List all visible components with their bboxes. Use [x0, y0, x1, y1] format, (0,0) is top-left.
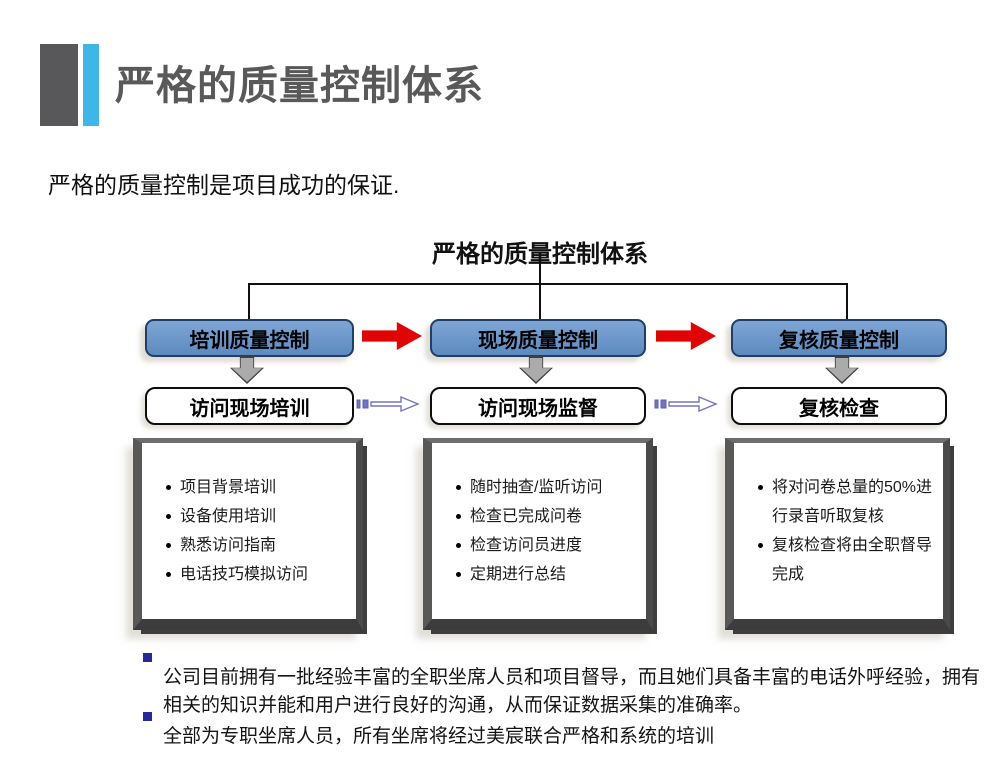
bullet-dot-icon — [456, 514, 461, 519]
striped-right-arrow-icon — [356, 395, 420, 418]
bullet-dot-icon — [456, 543, 461, 548]
list-item-text: 熟悉访问指南 — [180, 537, 277, 554]
header-accent-gray-bar — [40, 44, 78, 126]
note-text: 公司目前拥有一批经验丰富的全职坐席人员和项目督导，而且她们具备丰富的电话外呼经验… — [163, 667, 981, 716]
list-item: 检查访问员进度 — [453, 531, 640, 560]
list-item: 检查已完成问卷 — [453, 502, 640, 531]
bullet-dot-icon — [456, 572, 461, 577]
detail-box-review: 将对问卷总量的50%进行录音听取复核 复核检查将由全职督导完成 — [725, 438, 950, 630]
step-box-field: 访问现场监督 — [430, 387, 646, 425]
list-item-text: 项目背景培训 — [180, 479, 277, 496]
stage-box-training: 培训质量控制 — [145, 319, 354, 357]
bullet-square-icon — [143, 712, 152, 721]
connector-line — [846, 283, 848, 320]
list-item: 复核检查将由全职督导完成 — [755, 531, 937, 589]
detail-list: 项目背景培训 设备使用培训 熟悉访问指南 电话技巧模拟访问 — [142, 443, 356, 589]
step-box-review: 复核检查 — [731, 387, 947, 425]
list-item-text: 将对问卷总量的50%进行录音听取复核 — [772, 479, 933, 525]
stage-box-review: 复核质量控制 — [731, 319, 947, 357]
bullet-dot-icon — [166, 572, 171, 577]
list-item-text: 随时抽查/监听访问 — [470, 479, 603, 496]
list-item-text: 检查访问员进度 — [470, 537, 583, 554]
list-item: 电话技巧模拟访问 — [163, 560, 350, 589]
list-item-text: 定期进行总结 — [470, 566, 567, 583]
detail-box-training: 项目背景培训 设备使用培训 熟悉访问指南 电话技巧模拟访问 — [133, 438, 363, 630]
list-item-text: 设备使用培训 — [180, 508, 277, 525]
bullet-dot-icon — [166, 543, 171, 548]
bullet-dot-icon — [758, 485, 763, 490]
detail-box-field: 随时抽查/监听访问 检查已完成问卷 检查访问员进度 定期进行总结 — [423, 438, 653, 630]
connector-line — [539, 283, 541, 320]
bullet-dot-icon — [166, 514, 171, 519]
page-title: 严格的质量控制体系 — [115, 64, 484, 108]
connector-line — [248, 283, 250, 320]
note-text: 全部为专职坐席人员，所有坐席将经过美宸联合严格和系统的培训 — [163, 726, 715, 747]
detail-list: 将对问卷总量的50%进行录音听取复核 复核检查将由全职督导完成 — [734, 443, 943, 589]
right-arrow-icon — [362, 322, 422, 350]
list-item: 熟悉访问指南 — [163, 531, 350, 560]
connector-line — [539, 263, 541, 284]
list-item: 随时抽查/监听访问 — [453, 473, 640, 502]
right-arrow-icon — [656, 322, 716, 350]
down-arrow-icon — [230, 356, 264, 384]
bullet-dot-icon — [456, 485, 461, 490]
stage-box-field: 现场质量控制 — [430, 319, 646, 357]
bullet-square-icon — [143, 653, 152, 662]
bullet-dot-icon — [758, 543, 763, 548]
down-arrow-icon — [519, 356, 553, 384]
list-item-text: 复核检查将由全职督导完成 — [772, 537, 933, 583]
detail-list: 随时抽查/监听访问 检查已完成问卷 检查访问员进度 定期进行总结 — [432, 443, 646, 589]
list-item-text: 电话技巧模拟访问 — [180, 566, 309, 583]
list-item: 将对问卷总量的50%进行录音听取复核 — [755, 473, 937, 531]
down-arrow-icon — [825, 356, 859, 384]
bullet-dot-icon — [166, 485, 171, 490]
list-item-text: 检查已完成问卷 — [470, 508, 583, 525]
step-box-training: 访问现场培训 — [145, 387, 354, 425]
striped-right-arrow-icon — [654, 395, 718, 418]
intro-text: 严格的质量控制是项目成功的保证. — [48, 172, 400, 198]
header-accent-blue-bar — [83, 44, 99, 126]
list-item: 项目背景培训 — [163, 473, 350, 502]
list-item: 定期进行总结 — [453, 560, 640, 589]
connector-line — [248, 283, 848, 285]
list-item: 设备使用培训 — [163, 502, 350, 531]
